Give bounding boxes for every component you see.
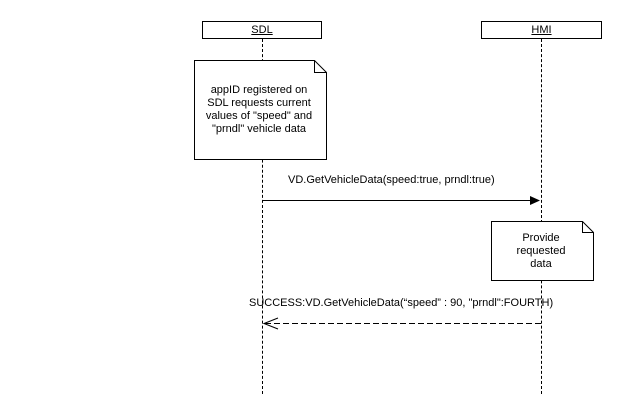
hmi-lifeline — [541, 39, 542, 394]
response-message-label: SUCCESS:VD.GetVehicleData(“speed” : 90, … — [249, 297, 554, 309]
sdl-participant[interactable]: SDL — [202, 21, 322, 39]
sdl-note-shape[interactable] — [194, 60, 327, 160]
sdl-lifeline — [262, 39, 263, 394]
request-arrow[interactable] — [263, 196, 540, 205]
sdl-note-text: appID registered on SDL requests current… — [205, 84, 313, 135]
response-arrow[interactable] — [262, 317, 541, 330]
hmi-participant-label: HMI — [531, 24, 552, 36]
request-message-label: VD.GetVehicleData(speed:true, prndl:true… — [288, 174, 495, 186]
hmi-note-shape[interactable] — [491, 221, 594, 281]
sdl-participant-label: SDL — [251, 24, 273, 36]
hmi-note-text: Provide requested data — [516, 231, 566, 270]
hmi-participant[interactable]: HMI — [481, 21, 602, 39]
